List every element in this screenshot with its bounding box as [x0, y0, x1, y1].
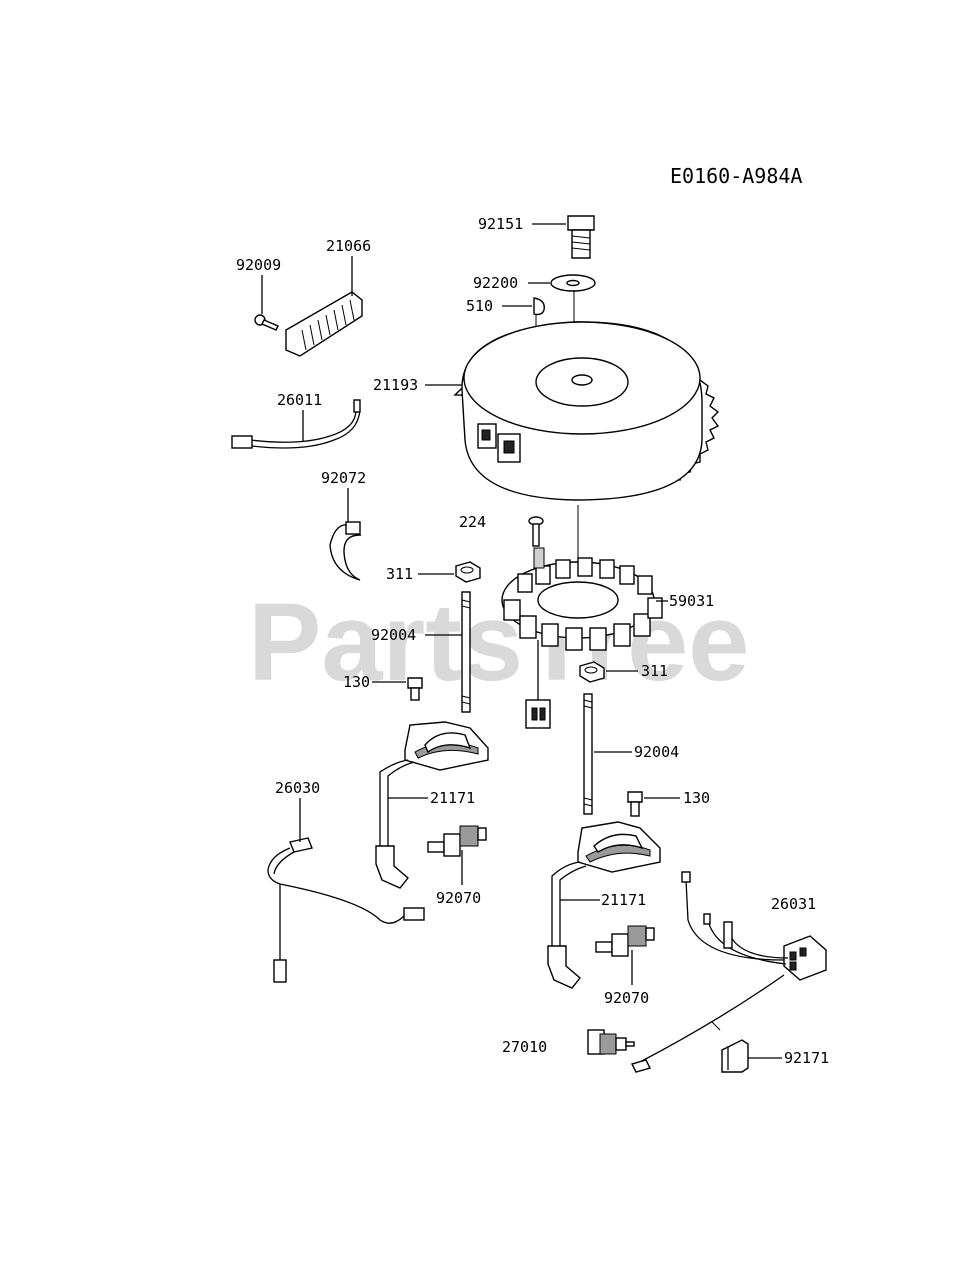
stud-92004-left[interactable] [461, 591, 471, 713]
lead-26030[interactable] [267, 837, 425, 983]
label-92009[interactable]: 92009 [236, 256, 281, 274]
clamp-92072[interactable] [329, 521, 362, 581]
stud-92004-right[interactable] [583, 693, 593, 815]
label-92004-right[interactable]: 92004 [634, 743, 679, 761]
label-26011[interactable]: 26011 [277, 391, 322, 409]
label-92070-left[interactable]: 92070 [436, 889, 481, 907]
bolt-92151[interactable] [567, 215, 595, 259]
label-92004-left[interactable]: 92004 [371, 626, 416, 644]
label-510[interactable]: 510 [466, 297, 493, 315]
diagram-code: E0160-A984A [670, 164, 802, 188]
label-26030[interactable]: 26030 [275, 779, 320, 797]
ignition-coil-21171-right[interactable] [547, 821, 661, 989]
label-21171-right[interactable]: 21171 [601, 891, 646, 909]
key-510[interactable] [533, 297, 545, 316]
spark-plug-92070-right[interactable] [595, 925, 655, 957]
label-59031[interactable]: 59031 [669, 592, 714, 610]
screw-92009[interactable] [254, 314, 279, 331]
label-92200[interactable]: 92200 [473, 274, 518, 292]
spark-plug-92070-left[interactable] [427, 825, 487, 857]
lead-26011[interactable] [231, 399, 361, 449]
label-26031[interactable]: 26031 [771, 895, 816, 913]
harness-26031[interactable] [639, 871, 827, 1063]
bolt-130-left[interactable] [407, 677, 423, 701]
label-21066[interactable]: 21066 [326, 237, 371, 255]
washer-92200[interactable] [550, 274, 596, 292]
label-311-left[interactable]: 311 [386, 565, 413, 583]
label-92070-right[interactable]: 92070 [604, 989, 649, 1007]
label-21193[interactable]: 21193 [373, 376, 418, 394]
label-130-left[interactable]: 130 [343, 673, 370, 691]
stator-59031[interactable] [501, 547, 663, 729]
regulator-21066[interactable] [285, 291, 363, 357]
oil-switch-27010[interactable] [587, 1029, 652, 1073]
nut-311-right[interactable] [579, 661, 605, 683]
screw-224[interactable] [528, 516, 544, 547]
label-92072[interactable]: 92072 [321, 469, 366, 487]
label-92171[interactable]: 92171 [784, 1049, 829, 1067]
flywheel-21193[interactable] [453, 321, 720, 501]
ignition-coil-21171-left[interactable] [375, 721, 489, 889]
label-311-right[interactable]: 311 [641, 662, 668, 680]
label-92151[interactable]: 92151 [478, 215, 523, 233]
label-21171-left[interactable]: 21171 [430, 789, 475, 807]
label-130-right[interactable]: 130 [683, 789, 710, 807]
clamp-92171[interactable] [721, 1039, 749, 1073]
bolt-130-right[interactable] [627, 791, 643, 817]
label-27010[interactable]: 27010 [502, 1038, 547, 1056]
label-224[interactable]: 224 [459, 513, 486, 531]
nut-311-left[interactable] [455, 561, 481, 583]
